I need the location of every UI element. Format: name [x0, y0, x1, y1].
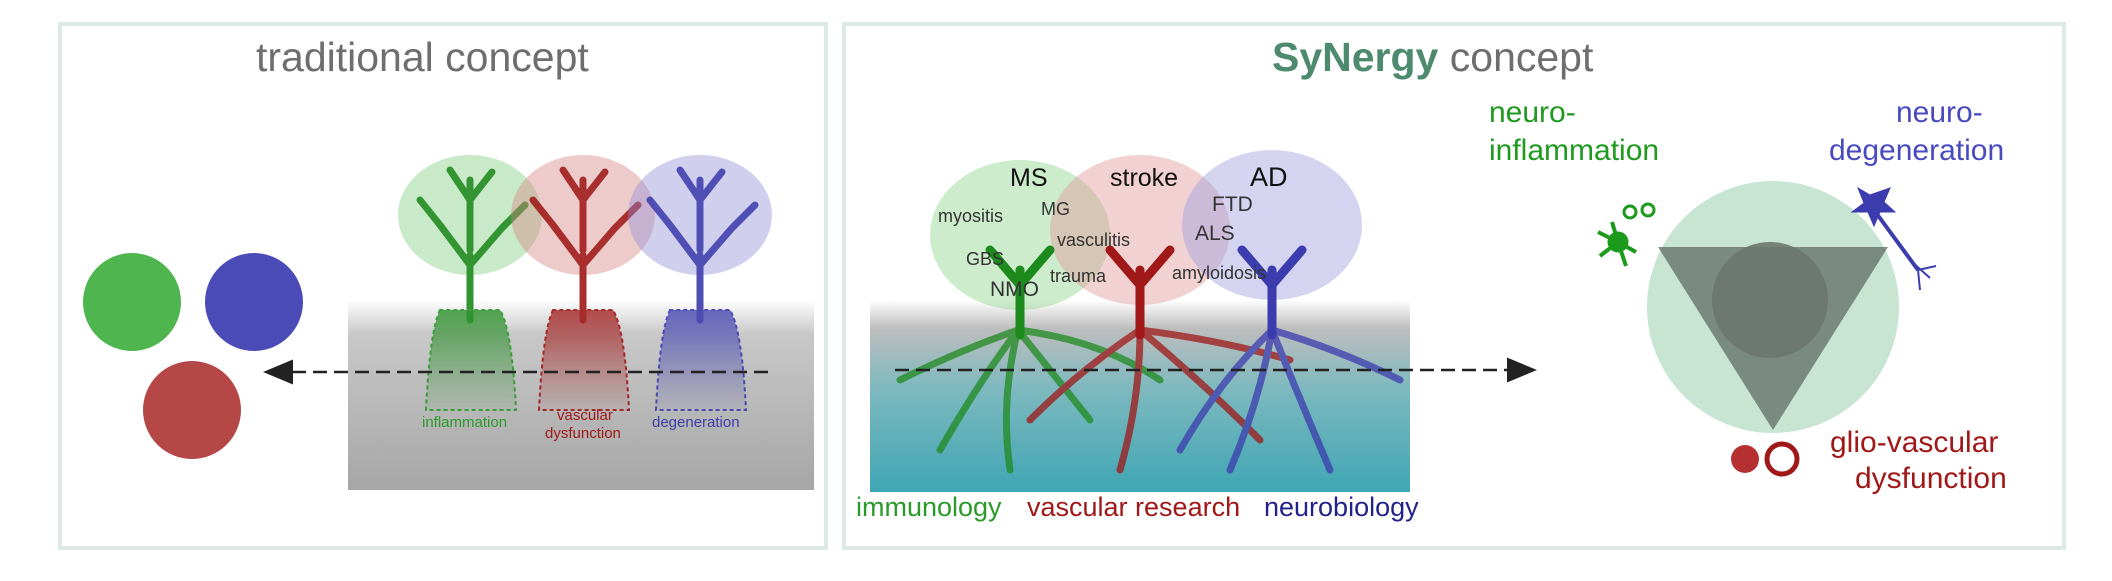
ftd-label: FTD [1212, 193, 1253, 216]
ms-tree-trunk [985, 245, 1055, 340]
vasculitis-label: vasculitis [1057, 230, 1131, 250]
ms-tree-canopy [930, 160, 1110, 310]
ad-tree-trunk [1237, 245, 1307, 340]
root-network [896, 326, 1404, 474]
synergy-brand: SyNergy [1272, 34, 1439, 80]
trauma-label: trauma [1050, 266, 1107, 286]
neuroinflammation-label-2: inflammation [1489, 134, 1660, 167]
amyloidosis-label: amyloidosis [1172, 263, 1267, 283]
vascular-dysfunction-circle [143, 361, 241, 459]
stroke-tree-canopy [1050, 155, 1230, 305]
concept-word: concept [1438, 34, 1594, 80]
neuron-icon [1850, 186, 1937, 291]
green-tree-left [398, 155, 542, 411]
traditional-concept-panel [58, 22, 828, 550]
stroke-label: stroke [1110, 164, 1179, 192]
gliovascular-label-1: glio-vascular [1830, 426, 1999, 459]
nmo-label: NMO [990, 278, 1039, 301]
ms-label: MS [1010, 164, 1048, 192]
dysfunction-label: dysfunction [545, 425, 621, 442]
microglia-icon [1597, 202, 1656, 267]
synergy-concept-title: SyNergy concept [1272, 34, 1593, 81]
ad-label: AD [1250, 162, 1288, 192]
neurobiology-label: neurobiology [1264, 492, 1419, 522]
gliovascular-label-2: dysfunction [1855, 462, 2007, 495]
als-label: ALS [1195, 222, 1235, 245]
core-circle [1712, 242, 1828, 358]
blue-tree-left [628, 155, 772, 411]
vascular-label: vascular [557, 407, 613, 424]
neurodegeneration-label-2: degeneration [1829, 134, 2005, 167]
degeneration-label: degeneration [652, 414, 740, 431]
immunology-label: immunology [856, 492, 1002, 522]
neuroinflammation-label-1: neuro- [1489, 96, 1576, 129]
vascular-research-label: vascular research [1027, 492, 1241, 522]
neurodegeneration-label-1: neuro- [1896, 96, 1983, 129]
stroke-tree-trunk [1105, 245, 1175, 340]
myositis-label: myositis [938, 206, 1004, 226]
inflammation-label: inflammation [422, 414, 508, 431]
degeneration-circle [205, 253, 303, 351]
traditional-concept-title: traditional concept [256, 34, 589, 80]
ad-tree-canopy [1182, 150, 1362, 300]
inflammation-circle [83, 253, 181, 351]
gbs-label: GBS [966, 249, 1005, 269]
red-tree-left [511, 155, 655, 411]
mg-label: MG [1041, 199, 1070, 219]
synergy-concept-panel [842, 22, 2066, 550]
vascular-icon [1731, 441, 1800, 477]
